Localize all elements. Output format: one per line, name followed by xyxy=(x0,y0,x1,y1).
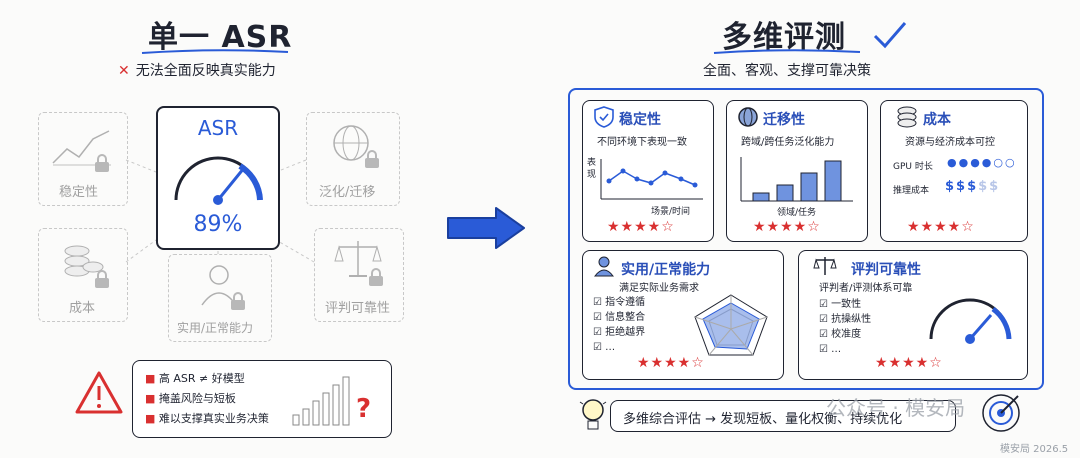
warning-item: ■ 高 ASR ≠ 好模型 xyxy=(145,372,245,385)
dim-generalize-box: 泛化/迁移 xyxy=(306,112,400,206)
asr-label: ASR xyxy=(197,116,239,140)
scales-icon xyxy=(334,241,382,277)
summary-text: 多维综合评估 → 发现短板、量化权衡、持续优化 xyxy=(623,412,903,427)
left-title: 单一 ASR xyxy=(148,20,293,55)
lock-icon xyxy=(231,292,245,310)
right-subtitle: 全面、客观、支撑可靠决策 xyxy=(703,63,871,79)
lock-icon xyxy=(365,150,379,168)
right-title-underline xyxy=(713,49,861,54)
panel-reliability-stars: ★★★★☆ xyxy=(875,355,943,371)
watermark-brand: 公众号 · 模安局 xyxy=(826,396,966,420)
panel-practical-stars: ★★★★☆ xyxy=(637,355,705,371)
checklist-item: ☑ 拒绝越界 xyxy=(593,327,646,338)
stability-line-chart xyxy=(600,159,703,200)
panel-reliability-desc: 评判者/评测体系可靠 xyxy=(819,283,913,294)
checklist-item: ☑ … xyxy=(819,344,842,355)
asr-value: 89% xyxy=(193,212,243,237)
panel-stability-desc: 不同环境下表现一致 xyxy=(597,137,687,148)
globe-icon xyxy=(333,125,369,161)
lock-icon xyxy=(95,270,109,288)
target-icon xyxy=(982,394,1020,432)
panel-stability-ylabel: 表现 xyxy=(587,158,597,180)
warning-triangle-icon xyxy=(75,371,123,414)
panel-cost-gpu-dots: ●●●●○○ xyxy=(947,156,1017,169)
dim-reliability-box: 评判可靠性 xyxy=(314,228,404,322)
panel-practical: 实用/正常能力 满足实际业务需求 ☑ 指令遵循 ☑ 信息整合 ☑ 拒绝越界 ☑ … xyxy=(582,250,784,380)
shield-check-icon xyxy=(594,106,614,128)
panel-cost-gpu-label: GPU 时长 xyxy=(893,162,933,172)
left-subtitle: 无法全面反映真实能力 xyxy=(135,63,276,79)
lock-icon xyxy=(95,154,109,172)
panel-reliability: 评判可靠性 评判者/评测体系可靠 ☑ 一致性 ☑ 抗操纵性 ☑ 校准度 ☑ … … xyxy=(798,250,1028,380)
multi-eval-frame xyxy=(568,88,1044,390)
panel-transfer-stars: ★★★★☆ xyxy=(753,219,821,235)
panel-stability-stars: ★★★★☆ xyxy=(607,219,675,235)
panel-cost-title: 成本 xyxy=(923,112,951,128)
checklist-item: ☑ 校准度 xyxy=(819,329,862,340)
gauge-icon xyxy=(174,156,263,205)
panel-reliability-list: ☑ 一致性 ☑ 抗操纵性 ☑ 校准度 ☑ … xyxy=(819,297,871,357)
dim-cost-label: 成本 xyxy=(69,301,96,316)
checklist-item: ☑ 抗操纵性 xyxy=(819,314,872,325)
right-title: 多维评测 xyxy=(722,20,846,55)
dim-stability-box: 稳定性 xyxy=(38,112,128,206)
globe-icon xyxy=(738,107,758,127)
dim-reliability-label: 评判可靠性 xyxy=(325,301,391,316)
warning-item: ■ 掩盖风险与短板 xyxy=(145,392,236,405)
big-arrow-icon xyxy=(447,207,525,249)
gauge-icon xyxy=(929,298,1012,344)
question-mark-icon: ? xyxy=(356,394,372,424)
rising-bars-icon xyxy=(292,376,350,426)
panel-stability-xlabel: 场景/时间 xyxy=(651,207,691,217)
coins-icon xyxy=(897,106,917,128)
warning-box: ■ 高 ASR ≠ 好模型 ■ 掩盖风险与短板 ■ 难以支撑真实业务决策 xyxy=(132,360,392,438)
dim-generalize-label: 泛化/迁移 xyxy=(319,185,376,200)
checklist-item: ☑ 信息整合 xyxy=(593,312,646,323)
dim-practical-box: 实用/正常能力 xyxy=(168,254,272,342)
lock-icon xyxy=(369,268,383,286)
lightbulb-icon xyxy=(579,399,607,430)
warning-list: ■ 高 ASR ≠ 好模型 ■ 掩盖风险与短板 ■ 难以支撑真实业务决策 xyxy=(145,369,269,429)
dim-practical-label: 实用/正常能力 xyxy=(177,321,254,335)
panel-cost-infer-label: 推理成本 xyxy=(893,186,930,196)
panel-transfer-title: 迁移性 xyxy=(763,112,805,128)
radar-chart-icon xyxy=(694,294,768,356)
panel-cost-desc: 资源与经济成本可控 xyxy=(905,137,995,148)
user-icon xyxy=(593,256,615,277)
coins-icon xyxy=(64,245,104,277)
panel-transfer: 迁移性 跨域/跨任务泛化能力 领域/任务 ★★★★☆ xyxy=(726,100,868,242)
panel-cost: 成本 资源与经济成本可控 GPU 时长 ●●●●○○ 推理成本 $$$$$ ★★… xyxy=(880,100,1028,242)
panel-transfer-desc: 跨域/跨任务泛化能力 xyxy=(741,137,835,148)
checklist-item: ☑ … xyxy=(593,342,616,353)
left-title-underline xyxy=(141,49,289,54)
checklist-item: ☑ 一致性 xyxy=(819,299,862,310)
panel-cost-stars: ★★★★☆ xyxy=(907,219,975,235)
panel-practical-title: 实用/正常能力 xyxy=(621,262,711,278)
panel-practical-desc: 满足实际业务需求 xyxy=(619,283,699,294)
panel-practical-list: ☑ 指令遵循 ☑ 信息整合 ☑ 拒绝越界 ☑ … xyxy=(593,295,645,355)
panel-transfer-xlabel: 领域/任务 xyxy=(777,208,817,218)
scales-icon xyxy=(813,257,837,275)
footer-text: 模安局 2026.5 xyxy=(1000,444,1069,455)
checklist-item: ☑ 指令遵循 xyxy=(593,297,646,308)
asr-gauge-card: ASR 89% xyxy=(156,106,280,250)
check-mark-icon xyxy=(873,22,907,49)
dim-stability-label: 稳定性 xyxy=(59,185,99,200)
transfer-bar-chart xyxy=(740,157,853,202)
left-subtitle-row: ✕ 无法全面反映真实能力 xyxy=(118,60,276,80)
summary-box: 多维综合评估 → 发现短板、量化权衡、持续优化 xyxy=(610,400,956,432)
panel-reliability-title: 评判可靠性 xyxy=(851,262,921,278)
panel-cost-infer-dollars: $$$$$ xyxy=(945,179,1001,194)
dim-cost-box: 成本 xyxy=(38,228,128,322)
cross-icon: ✕ xyxy=(118,63,130,79)
panel-stability-title: 稳定性 xyxy=(619,112,661,128)
warning-item: ■ 难以支撑真实业务决策 xyxy=(145,412,269,425)
panel-stability: 稳定性 不同环境下表现一致 表现 场景/时间 ★★★★☆ xyxy=(582,100,714,242)
